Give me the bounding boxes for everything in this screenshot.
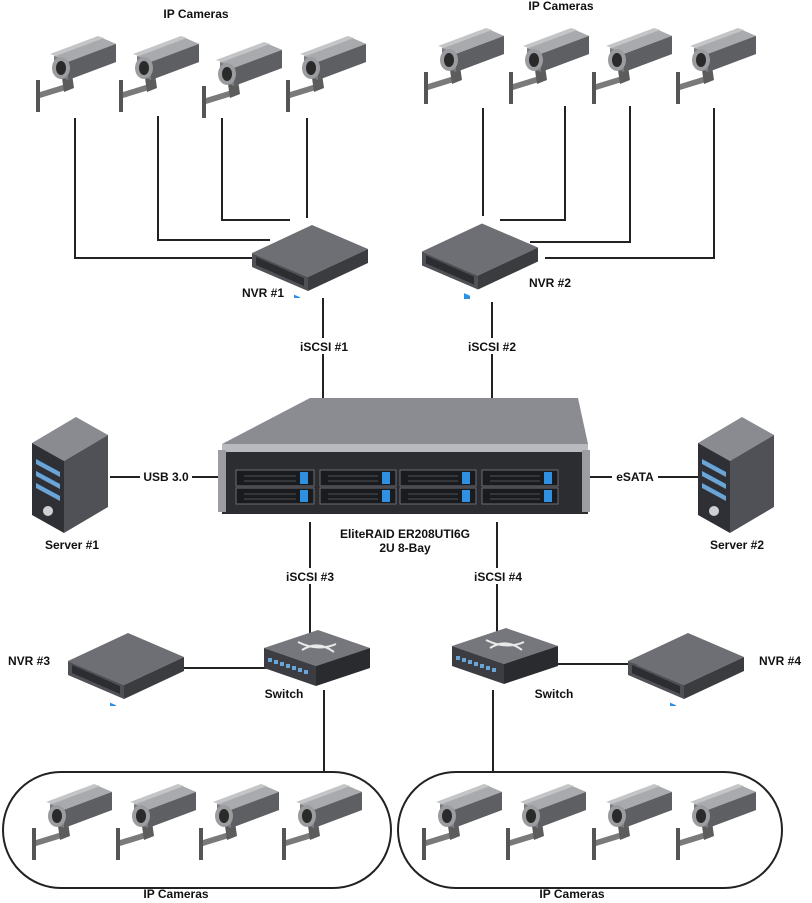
cameras-bottom-left xyxy=(32,784,362,860)
label-esata: eSATA xyxy=(616,470,654,484)
label-usb: USB 3.0 xyxy=(143,470,189,484)
switch-right-icon xyxy=(451,627,559,685)
ip-camera-icon xyxy=(282,784,362,860)
ip-camera-icon xyxy=(422,784,502,860)
ip-camera-icon xyxy=(676,784,756,860)
nvr-3-icon xyxy=(68,633,184,706)
ip-camera-icon xyxy=(32,784,112,860)
ip-camera-icon xyxy=(509,28,589,104)
camera-group-right xyxy=(397,771,783,889)
cameras-bottom-right xyxy=(422,784,756,860)
label-storage-model: EliteRAID ER208UTI6G xyxy=(340,527,470,541)
storage-array-icon xyxy=(218,398,590,514)
label-nvr-2: NVR #2 xyxy=(529,276,571,290)
label-cameras-top-right: IP Cameras xyxy=(528,0,593,13)
ip-camera-icon xyxy=(36,36,116,112)
server-1-icon xyxy=(32,417,108,533)
label-switch-left: Switch xyxy=(265,687,304,701)
switch-left-icon xyxy=(263,629,371,687)
label-server-2: Server #2 xyxy=(710,538,764,552)
label-storage-desc: 2U 8-Bay xyxy=(379,541,431,555)
label-cameras-top-left: IP Cameras xyxy=(163,7,228,21)
label-nvr-4: NVR #4 xyxy=(759,654,801,668)
label-iscsi-3: iSCSI #3 xyxy=(286,570,334,584)
camera-group-left xyxy=(2,771,392,889)
ip-camera-icon xyxy=(676,28,756,104)
nvr-4-icon xyxy=(628,633,744,706)
ip-camera-icon xyxy=(202,42,282,118)
label-switch-right: Switch xyxy=(535,687,574,701)
server-2-icon xyxy=(698,417,774,533)
cameras-top-left xyxy=(36,36,366,118)
label-nvr-1: NVR #1 xyxy=(242,286,284,300)
ip-camera-icon xyxy=(286,36,366,112)
ip-camera-icon xyxy=(592,784,672,860)
label-iscsi-1: iSCSI #1 xyxy=(300,340,348,354)
cameras-top-right xyxy=(424,28,756,104)
ip-camera-icon xyxy=(424,28,504,104)
ip-camera-icon xyxy=(199,784,279,860)
ip-camera-icon xyxy=(506,784,586,860)
ip-camera-icon xyxy=(119,36,199,112)
nvr-2-icon xyxy=(422,223,538,299)
label-iscsi-2: iSCSI #2 xyxy=(468,340,516,354)
label-cameras-bottom-right: IP Cameras xyxy=(539,887,604,901)
label-backgrounds xyxy=(140,338,658,584)
label-nvr-3: NVR #3 xyxy=(8,654,50,668)
label-iscsi-4: iSCSI #4 xyxy=(474,570,522,584)
ip-camera-icon xyxy=(592,28,672,104)
label-server-1: Server #1 xyxy=(45,538,99,552)
ip-camera-icon xyxy=(116,784,196,860)
label-cameras-bottom-left: IP Cameras xyxy=(143,887,208,901)
